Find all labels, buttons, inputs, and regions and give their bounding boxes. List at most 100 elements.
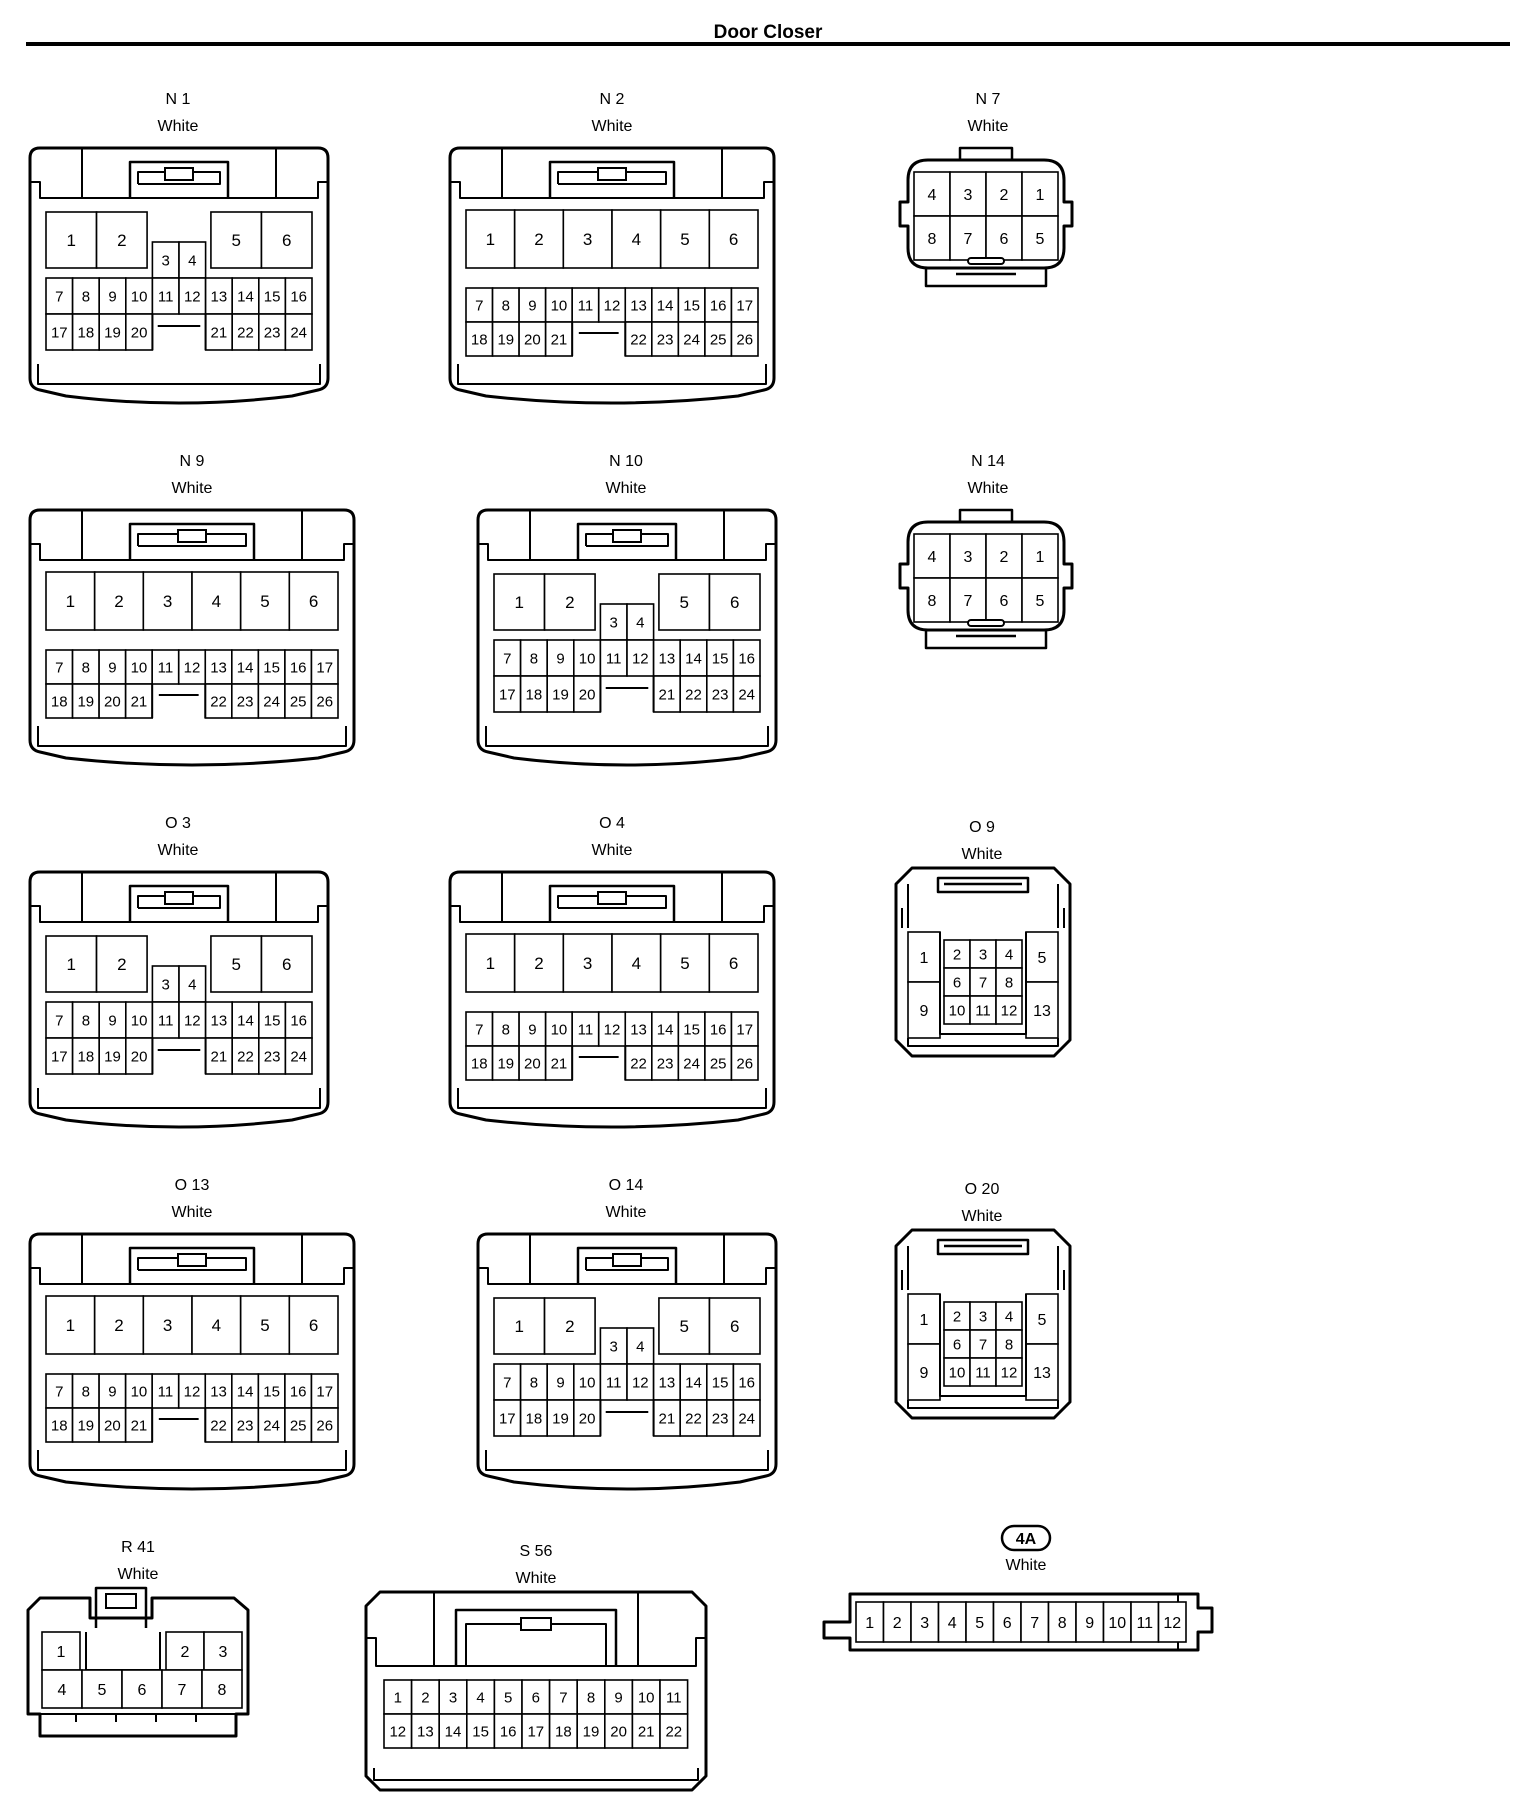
pin-cavity (949, 171, 987, 217)
pin-cavity (659, 209, 711, 269)
pin-cavity (599, 639, 628, 677)
pin-cavity (260, 935, 313, 993)
pin-number: 15 (472, 1723, 489, 1740)
pin-number: 7 (964, 593, 973, 610)
lock-tab (597, 167, 627, 181)
pin-number: 20 (610, 1723, 627, 1740)
housing-body (448, 146, 776, 405)
pin-number: 1 (865, 1615, 874, 1632)
connector-code: O 13 (175, 1177, 210, 1194)
housing-body (898, 158, 1074, 270)
pin-number: 17 (51, 1048, 68, 1065)
pin-number: 10 (949, 1002, 966, 1019)
pin-cavity (71, 1407, 100, 1443)
pin-number: 1 (66, 592, 75, 611)
pin-cavity (493, 1399, 522, 1437)
pin-cavity (732, 639, 761, 677)
housing-bottom-rail (373, 1768, 699, 1781)
housing-foot (40, 1713, 236, 1722)
pin-number: 13 (211, 1012, 228, 1029)
pin-number: 18 (471, 331, 488, 348)
connector-color: White (962, 846, 1003, 863)
pin-cavity (257, 683, 286, 719)
pin-cavity (465, 1679, 496, 1715)
pin-number: 9 (556, 1374, 564, 1391)
pin-number: 21 (638, 1723, 655, 1740)
pin-frame (85, 1632, 161, 1671)
pin-number: 4 (928, 549, 937, 566)
pin-number: 13 (659, 650, 676, 667)
pin-number: 8 (82, 1383, 90, 1400)
pin-number: 3 (162, 976, 170, 993)
pin-number: 11 (578, 1021, 594, 1038)
pin-cavity (210, 935, 263, 993)
housing-rib (501, 148, 723, 198)
pin-number: 12 (604, 297, 621, 314)
pin-number: 3 (583, 230, 592, 249)
pin-cavity (913, 215, 951, 261)
pin-number: 21 (211, 324, 228, 341)
pin-number: 16 (710, 1021, 727, 1038)
pin-number: 10 (949, 1364, 966, 1381)
title-rule (26, 42, 1510, 46)
pin-cavity (651, 1045, 680, 1081)
junction-badge (1000, 1524, 1052, 1552)
lock-lever (137, 895, 221, 909)
pin-cavity (288, 1295, 339, 1355)
pin-number: 1 (515, 1317, 524, 1336)
housing-inner-ledge (478, 543, 776, 561)
pin-number: 1 (57, 1644, 66, 1661)
housing-rib (501, 872, 723, 922)
pin-cavity (93, 571, 145, 631)
pin-cavity (730, 1045, 759, 1081)
pin-number: 10 (131, 288, 148, 305)
pin-cavity (45, 313, 74, 351)
lock-frame (94, 1586, 148, 1628)
pin-number: 8 (928, 593, 937, 610)
pin-number: 9 (1085, 1615, 1094, 1632)
key-slot (571, 1046, 627, 1080)
pin-number: 21 (659, 686, 676, 703)
pin-number: 6 (309, 592, 318, 611)
pin-cavity (231, 1037, 260, 1075)
key-slot (967, 257, 1005, 265)
pin-cavity (985, 215, 1023, 261)
pin-cavity (257, 1407, 286, 1443)
pin-number: 3 (964, 187, 973, 204)
connector-color: White (158, 842, 199, 859)
pin-number: 8 (502, 1021, 510, 1038)
pin-cavity (95, 935, 148, 993)
pin-number: 12 (1001, 1002, 1018, 1019)
pin-number: 6 (730, 1317, 739, 1336)
pin-cavity (913, 577, 951, 623)
housing-rib (81, 510, 303, 560)
pin-number: 1 (394, 1689, 402, 1706)
pin-number: 5 (680, 230, 689, 249)
pin-number: 2 (534, 954, 543, 973)
housing-body (28, 508, 356, 767)
pin-number: 9 (920, 1003, 929, 1020)
pin-cavity (907, 931, 941, 983)
pin-cavity (45, 211, 98, 269)
pin-cavity (239, 1295, 291, 1355)
key-slot (151, 1408, 207, 1442)
pin-cavity (41, 1631, 81, 1671)
pin-number: 14 (657, 1021, 674, 1038)
pin-number: 13 (1033, 1365, 1051, 1382)
pin-number: 19 (552, 686, 569, 703)
pin-number: 4 (636, 614, 644, 631)
pin-cavity (124, 1407, 153, 1443)
pin-number: 7 (503, 1374, 511, 1391)
pin-number: 4 (188, 252, 196, 269)
pin-number: 10 (131, 659, 148, 676)
pin-number: 14 (237, 288, 254, 305)
pin-number: 17 (736, 297, 753, 314)
pin-cavity (519, 1399, 548, 1437)
pin-number: 16 (290, 659, 307, 676)
pin-cavity (231, 1373, 260, 1409)
